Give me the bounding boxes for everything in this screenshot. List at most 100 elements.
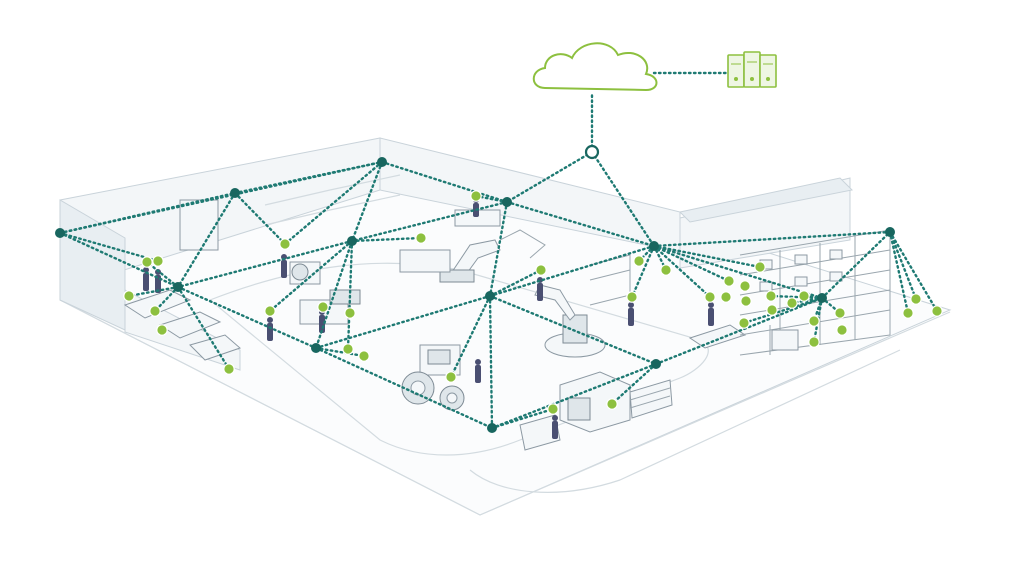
sensor-node-icon xyxy=(754,261,766,273)
sensor-node-icon xyxy=(931,305,943,317)
sensor-node-icon xyxy=(723,275,735,287)
tractor-icon xyxy=(401,344,465,411)
worker-icon xyxy=(155,269,161,293)
workers xyxy=(143,197,714,439)
network-link xyxy=(314,239,354,350)
network-link xyxy=(742,296,824,325)
network-link xyxy=(314,294,492,350)
network-link xyxy=(58,231,180,289)
network-link xyxy=(505,200,656,248)
cloud-icon xyxy=(532,42,658,92)
work-table-icon xyxy=(688,324,747,349)
hub-node-icon xyxy=(817,293,827,303)
worker-icon xyxy=(267,317,273,341)
network-link xyxy=(346,239,354,351)
sensor-node-icon xyxy=(660,264,672,276)
sensor-node-icon xyxy=(786,297,798,309)
network-link xyxy=(176,239,354,289)
network-link xyxy=(652,244,762,269)
sensor-node-icon xyxy=(633,255,645,267)
sensor-node-icon xyxy=(264,305,276,317)
hub-node-icon xyxy=(885,227,895,237)
network-link xyxy=(888,230,910,315)
network-link xyxy=(449,294,492,379)
network-link xyxy=(888,230,939,313)
sensor-node-icon xyxy=(606,398,618,410)
network-link xyxy=(127,285,180,298)
network-link xyxy=(488,294,658,366)
sensor-node-icon xyxy=(342,343,354,355)
sensor-node-icon xyxy=(344,307,356,319)
sensor-node-icon xyxy=(626,291,638,303)
walkway-outline-lower xyxy=(469,349,901,493)
hub-node-icon xyxy=(311,343,321,353)
assembly-line-icon xyxy=(399,209,546,273)
network-link xyxy=(769,294,824,300)
sensor-node-icon xyxy=(223,363,235,375)
hub-node-icon xyxy=(485,291,495,301)
worker-icon xyxy=(281,254,287,278)
network-link xyxy=(488,268,543,298)
network-link xyxy=(176,285,318,350)
sensor-node-icon xyxy=(149,305,161,317)
robot-arm-icon xyxy=(534,284,606,358)
network-link xyxy=(350,160,384,243)
gateway-node-icon xyxy=(584,144,600,160)
network-link xyxy=(488,200,509,298)
sensor-node-icon xyxy=(279,238,291,250)
sensor-node-icon xyxy=(141,256,153,268)
network-link xyxy=(153,285,180,313)
sensor-node-icon xyxy=(765,290,777,302)
network-link xyxy=(820,230,892,300)
network-link xyxy=(283,160,384,246)
sensor-node-icon xyxy=(152,255,164,267)
sensor-node-icon xyxy=(358,350,370,362)
floor-edge-left xyxy=(59,299,951,516)
hub-node-icon xyxy=(377,157,387,167)
sensor-node-icon xyxy=(738,317,750,329)
sensor-node-icon xyxy=(836,324,848,336)
network-link xyxy=(58,231,160,263)
worker-icon xyxy=(628,302,634,326)
sensor-node-icon xyxy=(739,280,751,292)
sensor-node-icon xyxy=(156,324,168,336)
forklift-icon xyxy=(769,325,799,355)
hub-node-icon xyxy=(502,197,512,207)
network-link xyxy=(488,294,494,430)
sensor-node-icon xyxy=(910,293,922,305)
window-row-2 xyxy=(264,194,401,226)
network-link xyxy=(630,244,656,299)
network-link xyxy=(488,244,656,298)
hub-node-icon xyxy=(230,188,240,198)
sensor-node-icon xyxy=(720,291,732,303)
worker-icon xyxy=(708,302,714,326)
hub-node-icon xyxy=(649,241,659,251)
window-row xyxy=(264,174,401,206)
network-link xyxy=(490,362,658,430)
hub-node-icon xyxy=(347,236,357,246)
hub-node-icon xyxy=(173,282,183,292)
sensor-node-icon xyxy=(740,295,752,307)
sensor-node-icon xyxy=(547,403,559,415)
worker-icon xyxy=(552,415,558,439)
network-link xyxy=(350,236,423,243)
sensor-node-icon xyxy=(902,307,914,319)
sensor-node-icon xyxy=(798,290,810,302)
network-link xyxy=(888,230,918,301)
hub-node-icon xyxy=(651,359,661,369)
office-window xyxy=(179,199,219,251)
sensor-node-icon xyxy=(808,315,820,327)
sensor-node-icon xyxy=(766,304,778,316)
sensor-node-icon xyxy=(445,371,457,383)
sensor-node-icon xyxy=(704,291,716,303)
sensor-node-icon xyxy=(808,336,820,348)
sensor-node-icon xyxy=(415,232,427,244)
server-rack-icon xyxy=(727,51,777,88)
network-link xyxy=(233,160,384,195)
network-link xyxy=(590,150,656,248)
network-link xyxy=(314,346,494,430)
network-link xyxy=(610,362,658,406)
network-link xyxy=(176,191,237,289)
network-link xyxy=(176,285,231,371)
